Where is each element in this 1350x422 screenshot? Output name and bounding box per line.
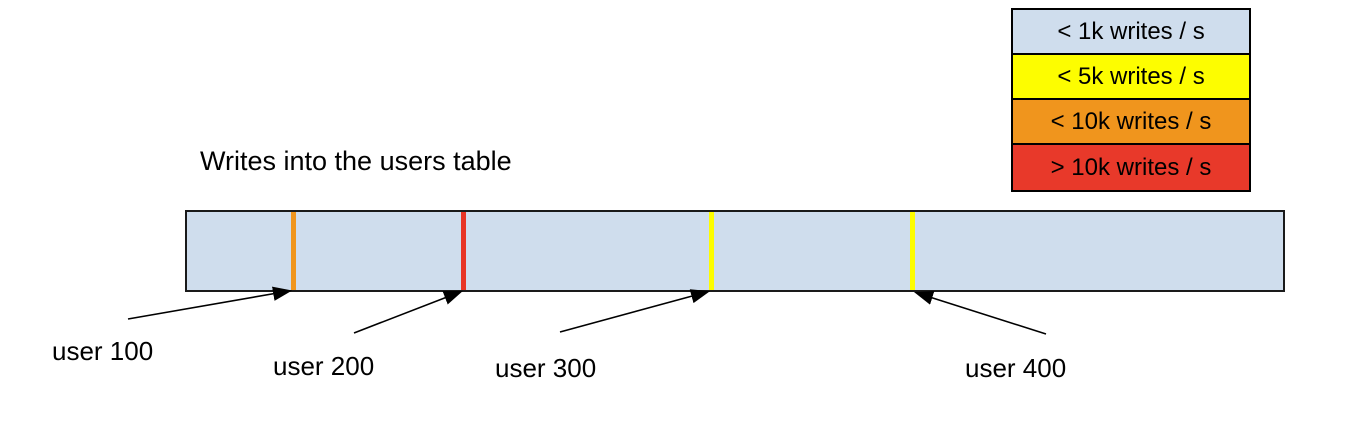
legend-item-label: < 5k writes / s (1057, 62, 1205, 90)
arrow-line (353, 290, 463, 334)
diagram-title: Writes into the users table (200, 146, 512, 176)
legend-item: < 1k writes / s (1013, 10, 1249, 55)
hotspot-marker-user-400 (910, 212, 915, 290)
write-rate-legend: < 1k writes / s < 5k writes / s < 10k writ… (1011, 8, 1251, 192)
user-label: user 400 (965, 353, 1067, 383)
legend-item-label: < 1k writes / s (1057, 17, 1205, 45)
legend-item: > 10k writes / s (1013, 145, 1249, 190)
arrow-line (913, 290, 1047, 335)
user-label: user 100 (52, 336, 154, 366)
user-label: user 300 (495, 353, 597, 383)
user-label: user 200 (273, 351, 375, 381)
legend-item-label: > 10k writes / s (1050, 153, 1212, 181)
arrow-line (127, 286, 293, 320)
legend-item-label: < 10k writes / s (1050, 107, 1212, 135)
users-table-keyspace-bar (185, 210, 1285, 292)
arrow-line (559, 289, 711, 333)
hotspot-marker-user-200 (461, 212, 466, 290)
legend-item: < 5k writes / s (1013, 55, 1249, 100)
hotspot-marker-user-300 (709, 212, 714, 290)
legend-item: < 10k writes / s (1013, 100, 1249, 145)
hotspot-marker-user-100 (291, 212, 296, 290)
